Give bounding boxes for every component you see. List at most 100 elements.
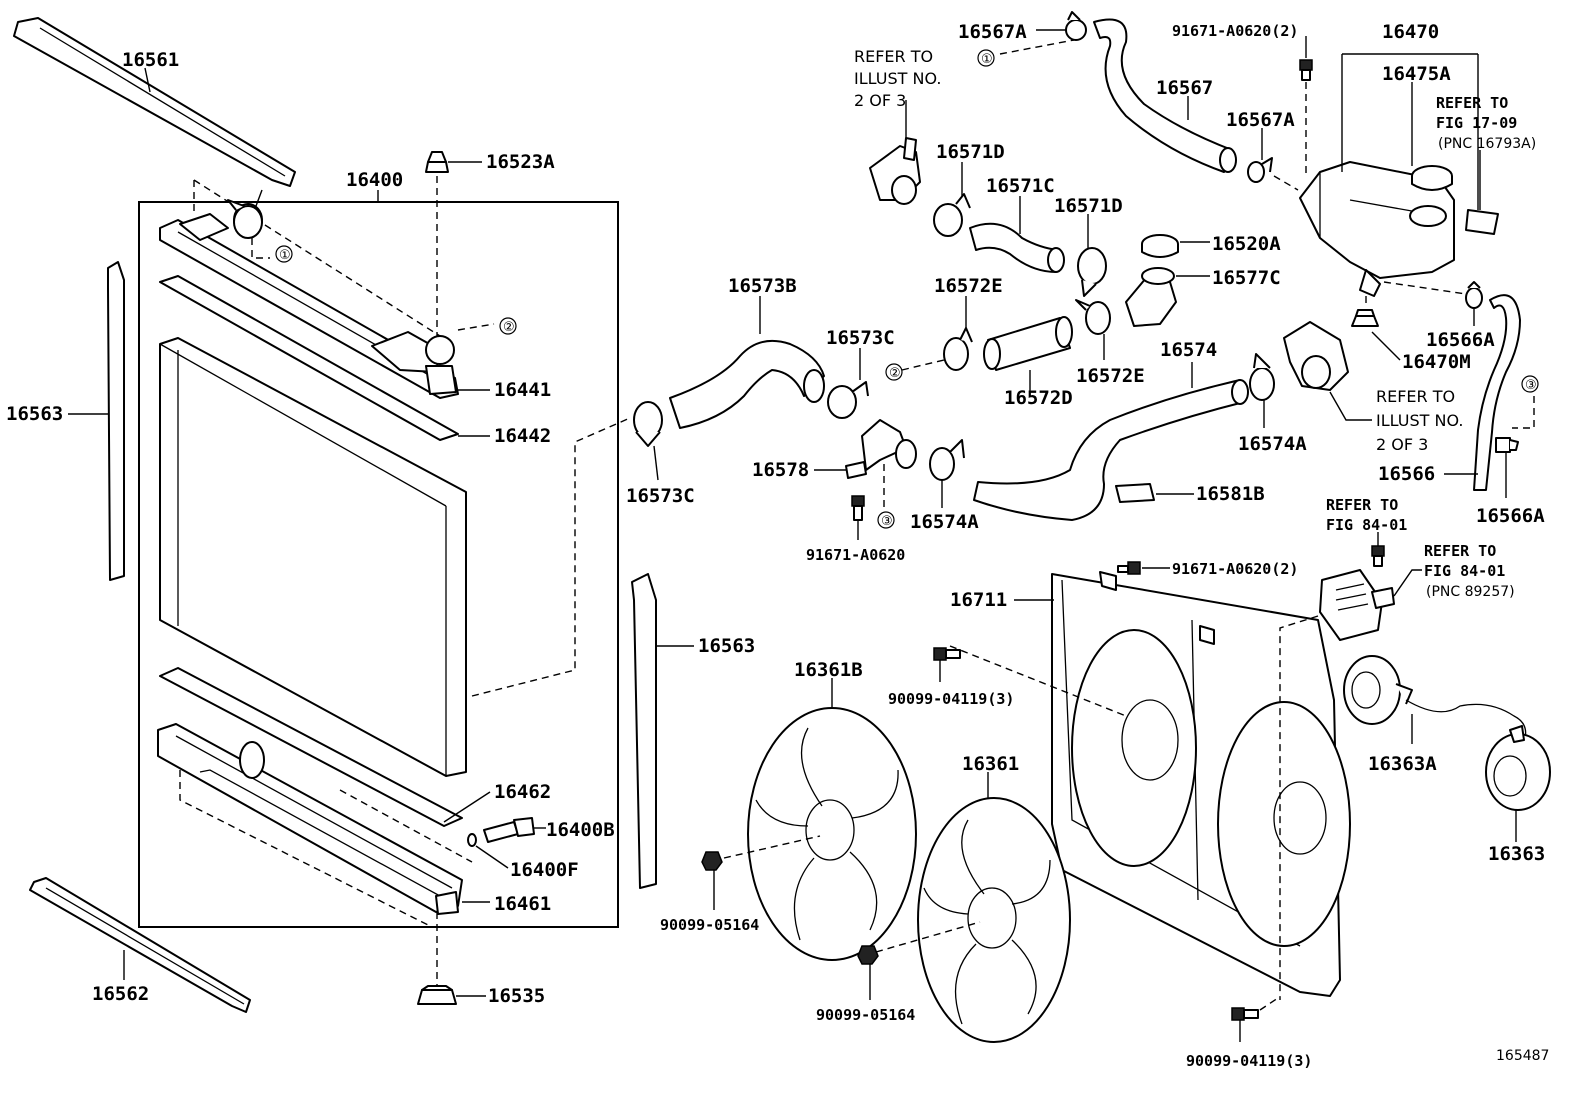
callout-91671-fan: 91671-A0620(2) bbox=[1172, 560, 1298, 578]
nut-90099-05164-left bbox=[701, 851, 723, 871]
callout-16441: 16441 bbox=[494, 379, 551, 401]
refer-illust-top-l2: ILLUST NO. bbox=[854, 69, 941, 88]
callout-16563-left: 16563 bbox=[6, 403, 63, 425]
refer-fig-17-09-l3: (PNC 16793A) bbox=[1438, 136, 1536, 152]
nut-90099-05164-mid bbox=[857, 945, 879, 965]
figure-number: 165487 bbox=[1496, 1048, 1549, 1064]
radiator-cap-16520A bbox=[1141, 234, 1179, 258]
callout-16442: 16442 bbox=[494, 425, 551, 447]
svg-text:①: ① bbox=[981, 52, 993, 67]
callout-16577C: 16577C bbox=[1212, 267, 1281, 289]
refer-illust-top-l1: REFER TO bbox=[854, 47, 933, 66]
svg-text:③: ③ bbox=[1525, 378, 1537, 393]
callout-16566: 16566 bbox=[1378, 463, 1435, 485]
filler-neck-16577C bbox=[1125, 267, 1177, 327]
callout-16571D-left: 16571D bbox=[936, 141, 1005, 163]
bolt-91671-top bbox=[1299, 59, 1313, 81]
callout-16470: 16470 bbox=[1382, 21, 1439, 43]
refer-illust-right-l2: ILLUST NO. bbox=[1376, 411, 1463, 430]
refer-fig-84-01-b-l2: FIG 84-01 bbox=[1424, 562, 1505, 580]
hose-clamp-16573C-mid bbox=[827, 381, 869, 419]
refer-illust-top-l3: 2 OF 3 bbox=[854, 91, 906, 110]
drain-cock-o-ring bbox=[467, 833, 477, 847]
svg-text:③: ③ bbox=[881, 514, 893, 529]
hose-clamp-16573C-left bbox=[633, 401, 663, 447]
callout-16363A: 16363A bbox=[1368, 753, 1437, 775]
callout-16470M: 16470M bbox=[1402, 351, 1471, 373]
ref-circle-3-outlet bbox=[877, 511, 895, 529]
fan-motor-16363 bbox=[1485, 725, 1551, 811]
callout-16561: 16561 bbox=[122, 49, 179, 71]
callout-90099-05164-mid: 90099-05164 bbox=[816, 1006, 915, 1024]
callout-16572D: 16572D bbox=[1004, 387, 1073, 409]
refer-fig-84-01-b-l1: REFER TO bbox=[1424, 542, 1496, 560]
callout-91671-top: 91671-A0620(2) bbox=[1172, 22, 1298, 40]
callout-16567A-top: 16567A bbox=[958, 21, 1027, 43]
screw-90099-04119-top bbox=[933, 647, 961, 661]
callout-16400B: 16400B bbox=[546, 819, 615, 841]
callout-16361: 16361 bbox=[962, 753, 1019, 775]
callout-16574A-right: 16574A bbox=[1238, 433, 1307, 455]
inlet-pipe-top-left bbox=[869, 137, 921, 205]
lower-gasket bbox=[159, 667, 463, 827]
refer-fig-84-01-b-l3: (PNC 89257) bbox=[1426, 584, 1515, 600]
reservoir-cap-16475A bbox=[1411, 165, 1453, 191]
side-seal-left bbox=[107, 261, 125, 581]
callout-16711: 16711 bbox=[950, 589, 1007, 611]
caution-label bbox=[1465, 209, 1499, 235]
bypass-hose-16572D bbox=[983, 316, 1073, 371]
callout-16581B: 16581B bbox=[1196, 483, 1265, 505]
callout-16520A: 16520A bbox=[1212, 233, 1281, 255]
lower-cushion bbox=[417, 985, 457, 1005]
fan-controller bbox=[1319, 569, 1395, 641]
svg-text:②: ② bbox=[889, 366, 901, 381]
callout-16475A: 16475A bbox=[1382, 63, 1451, 85]
callout-16573B: 16573B bbox=[728, 275, 797, 297]
ref-circle-2-hose bbox=[885, 363, 903, 381]
callout-16361B: 16361B bbox=[794, 659, 863, 681]
side-seal-right bbox=[631, 573, 657, 889]
ref-circle-3-right bbox=[1521, 375, 1539, 393]
refer-fig-17-09-l2: FIG 17-09 bbox=[1436, 114, 1517, 132]
callout-16563-right: 16563 bbox=[698, 635, 755, 657]
overflow-hose-16566 bbox=[1473, 294, 1521, 491]
fan-shroud-16711 bbox=[1051, 571, 1351, 997]
callout-16462: 16462 bbox=[494, 781, 551, 803]
reservoir-cushion-16470M bbox=[1351, 309, 1379, 327]
fan-motor-16363A bbox=[1343, 655, 1527, 743]
reservoir-hose-16567 bbox=[1093, 18, 1237, 173]
callout-16461: 16461 bbox=[494, 893, 551, 915]
fan-16361B bbox=[747, 707, 917, 961]
upper-tank bbox=[159, 213, 459, 399]
hose-clamp-16571D-right bbox=[1077, 247, 1107, 297]
callout-16523A: 16523A bbox=[486, 151, 555, 173]
callout-16573C-left: 16573C bbox=[626, 485, 695, 507]
ref-circle-1-top bbox=[977, 49, 995, 67]
callout-90099-04119-bottom: 90099-04119(3) bbox=[1186, 1052, 1312, 1070]
hose-clamp-16566A-top bbox=[1465, 281, 1483, 309]
callout-16573C-mid: 16573C bbox=[826, 327, 895, 349]
upper-gasket bbox=[159, 275, 459, 441]
hose-clamp-16572E-left bbox=[943, 327, 973, 371]
callout-16572E-low: 16572E bbox=[1076, 365, 1145, 387]
bolt-fan-controller bbox=[1371, 545, 1385, 567]
hose-clamp-16567A-top bbox=[1065, 11, 1087, 41]
hose-clamp-16574A-left bbox=[929, 439, 965, 481]
callout-16572E-top: 16572E bbox=[934, 275, 1003, 297]
ref-circle-1-radiator bbox=[275, 245, 293, 263]
fan-16361 bbox=[917, 797, 1071, 1043]
callout-91671-center: 91671-A0620 bbox=[806, 546, 905, 564]
svg-text:②: ② bbox=[503, 320, 515, 335]
drain-cushion-top bbox=[425, 151, 449, 173]
callout-16566A-low: 16566A bbox=[1476, 505, 1545, 527]
callout-16535: 16535 bbox=[488, 985, 545, 1007]
callout-16574: 16574 bbox=[1160, 339, 1217, 361]
callout-16578: 16578 bbox=[752, 459, 809, 481]
refer-fig-84-01-a-l2: FIG 84-01 bbox=[1326, 516, 1407, 534]
refer-illust-right-l1: REFER TO bbox=[1376, 387, 1455, 406]
lower-tank bbox=[157, 723, 463, 915]
hose-clamp-16566A-low bbox=[1495, 437, 1519, 453]
radiator-hose-16573B bbox=[669, 340, 825, 429]
water-inlet-housing bbox=[1283, 321, 1349, 391]
